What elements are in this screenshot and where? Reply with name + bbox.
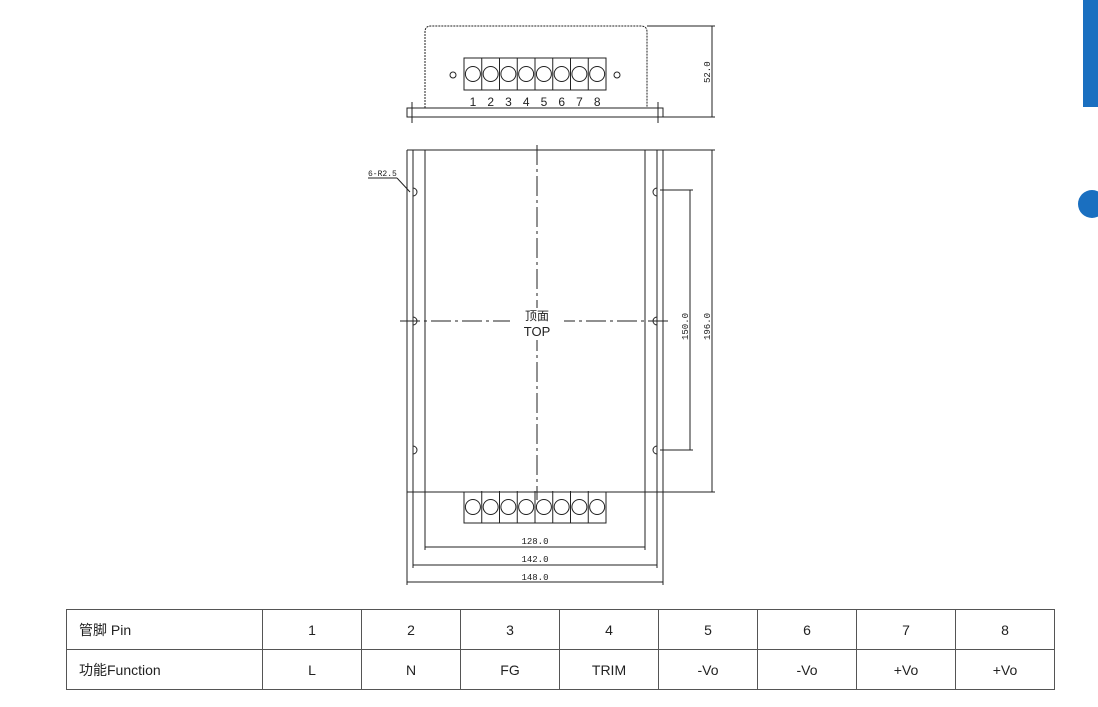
pin-cell: 6 xyxy=(757,609,857,650)
pin-cell: 2 xyxy=(361,609,461,650)
function-cell: L xyxy=(262,649,362,690)
mount-hole xyxy=(412,445,418,455)
terminal-screw xyxy=(500,499,517,515)
function-cell: FG xyxy=(460,649,560,690)
function-cell: +Vo xyxy=(955,649,1055,690)
header-function: 功能Function xyxy=(66,649,263,690)
table-row-function: 功能Function L N FG TRIM -Vo -Vo +Vo +Vo xyxy=(66,649,1055,690)
pin-number: 7 xyxy=(576,95,583,109)
function-cell: -Vo xyxy=(658,649,758,690)
pin-number: 8 xyxy=(594,95,601,109)
pin-cell: 7 xyxy=(856,609,956,650)
terminal-screw xyxy=(535,66,552,82)
mount-hole xyxy=(412,187,418,197)
terminal-screw xyxy=(571,499,588,515)
terminal-screw xyxy=(464,499,481,515)
pin-function-table: 管脚 Pin 1 2 3 4 5 6 7 8 功能Function L N FG… xyxy=(66,609,1055,690)
terminal-screw xyxy=(589,499,606,515)
mount-hole xyxy=(652,445,658,455)
pin-number: 2 xyxy=(487,95,494,109)
pin-number: 3 xyxy=(505,95,512,109)
pin-number: 1 xyxy=(470,95,477,109)
pin-cell: 4 xyxy=(559,609,659,650)
mount-hole xyxy=(652,187,658,197)
function-cell: N xyxy=(361,649,461,690)
mount-hole xyxy=(412,316,418,326)
terminal-screw xyxy=(518,499,535,515)
terminal-screw xyxy=(518,66,535,82)
terminal-screw xyxy=(553,499,570,515)
function-cell: -Vo xyxy=(757,649,857,690)
dim-mid-width: 142.0 xyxy=(521,555,548,565)
terminal-screw xyxy=(589,66,606,82)
pin-cell: 1 xyxy=(262,609,362,650)
brand-logo-icon xyxy=(1078,190,1098,218)
dim-length: 196.0 xyxy=(703,313,713,340)
dim-outer-width: 148.0 xyxy=(521,573,548,583)
pin-number: 4 xyxy=(523,95,530,109)
pin-number: 6 xyxy=(558,95,565,109)
terminal-screw xyxy=(482,499,499,515)
mount-hole xyxy=(652,316,658,326)
pin-cell: 3 xyxy=(460,609,560,650)
pin-cell: 5 xyxy=(658,609,758,650)
function-cell: TRIM xyxy=(559,649,659,690)
top-label-en: TOP xyxy=(524,324,551,339)
function-cell: +Vo xyxy=(856,649,956,690)
dim-height: 52.0 xyxy=(703,61,713,83)
mount-hole-label: 6-R2.5 xyxy=(368,170,397,179)
pin-number: 5 xyxy=(541,95,548,109)
top-label-cn: 顶面 xyxy=(525,309,549,323)
dim-hole-spacing: 150.0 xyxy=(681,313,691,340)
terminal-screw xyxy=(464,66,481,82)
terminal-screw xyxy=(571,66,588,82)
terminal-screw xyxy=(482,66,499,82)
terminal-screw xyxy=(500,66,517,82)
plan-view: 6-R2.5 顶面 TOP 150.0 196.0 128.0 142.0 14… xyxy=(368,145,715,585)
dim-inner-width: 128.0 xyxy=(521,537,548,547)
side-accent-bar xyxy=(1083,0,1098,107)
pin-cell: 8 xyxy=(955,609,1055,650)
terminal-screw xyxy=(553,66,570,82)
table-row-pin: 管脚 Pin 1 2 3 4 5 6 7 8 xyxy=(66,609,1055,650)
terminal-screw xyxy=(535,499,552,515)
header-pin: 管脚 Pin xyxy=(66,609,263,650)
